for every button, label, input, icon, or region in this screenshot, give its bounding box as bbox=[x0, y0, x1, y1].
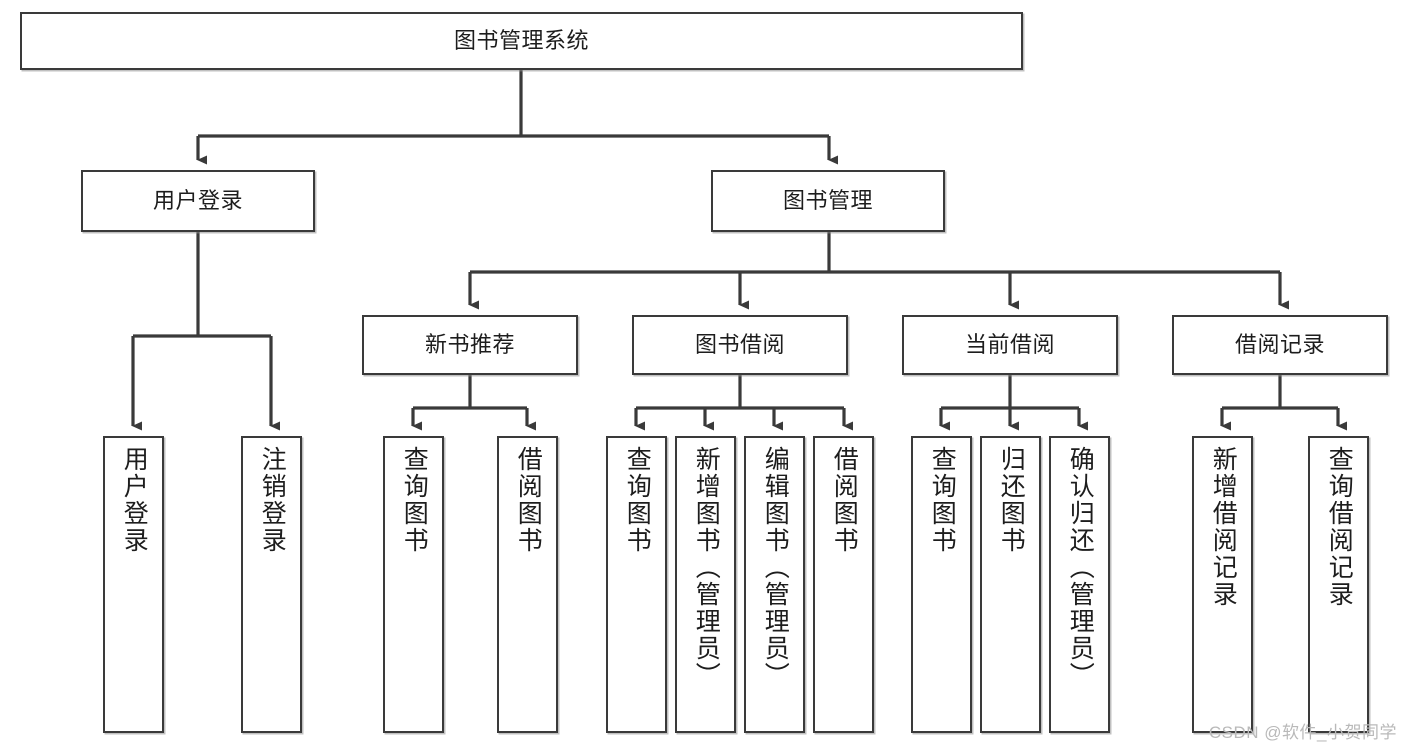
node-label: 确认归还（管理员） bbox=[1066, 446, 1095, 689]
node-label: 注销登录 bbox=[258, 446, 287, 554]
node-label: 图书借阅 bbox=[694, 332, 785, 358]
node-label: 编辑图书（管理员） bbox=[761, 446, 790, 689]
node-label: 归还图书 bbox=[997, 446, 1026, 554]
node-current-borrow[interactable]: 当前借阅 bbox=[902, 315, 1118, 375]
node-label: 查询图书 bbox=[623, 446, 652, 554]
node-new-book-recommend[interactable]: 新书推荐 bbox=[362, 315, 578, 375]
node-label: 查询图书 bbox=[400, 446, 429, 554]
node-label: 新增借阅记录 bbox=[1209, 446, 1238, 608]
leaf-query-book-current[interactable]: 查询图书 bbox=[911, 436, 972, 733]
node-label: 图书管理 bbox=[782, 188, 873, 214]
node-label: 当前借阅 bbox=[964, 332, 1055, 358]
node-label: 图书管理系统 bbox=[453, 28, 589, 54]
node-label: 用户登录 bbox=[152, 188, 243, 214]
leaf-confirm-return-admin[interactable]: 确认归还（管理员） bbox=[1049, 436, 1110, 733]
node-label: 新书推荐 bbox=[424, 332, 515, 358]
leaf-borrow-book[interactable]: 借阅图书 bbox=[813, 436, 874, 733]
node-label: 借阅记录 bbox=[1234, 332, 1325, 358]
leaf-logout[interactable]: 注销登录 bbox=[241, 436, 302, 733]
leaf-edit-book-admin[interactable]: 编辑图书（管理员） bbox=[744, 436, 805, 733]
leaf-query-borrow-record[interactable]: 查询借阅记录 bbox=[1308, 436, 1369, 733]
leaf-query-book-borrow[interactable]: 查询图书 bbox=[606, 436, 667, 733]
node-label: 借阅图书 bbox=[830, 446, 859, 554]
leaf-user-login[interactable]: 用户登录 bbox=[103, 436, 164, 733]
node-borrow-record[interactable]: 借阅记录 bbox=[1172, 315, 1388, 375]
node-root-book-management-system[interactable]: 图书管理系统 bbox=[20, 12, 1023, 70]
leaf-return-book[interactable]: 归还图书 bbox=[980, 436, 1041, 733]
leaf-borrow-book-recommend[interactable]: 借阅图书 bbox=[497, 436, 558, 733]
node-label: 借阅图书 bbox=[514, 446, 543, 554]
node-book-management[interactable]: 图书管理 bbox=[711, 170, 945, 232]
node-book-borrow[interactable]: 图书借阅 bbox=[632, 315, 848, 375]
leaf-query-book-recommend[interactable]: 查询图书 bbox=[383, 436, 444, 733]
node-user-login[interactable]: 用户登录 bbox=[81, 170, 315, 232]
node-label: 新增图书（管理员） bbox=[692, 446, 721, 689]
node-label: 查询借阅记录 bbox=[1325, 446, 1354, 608]
leaf-add-borrow-record[interactable]: 新增借阅记录 bbox=[1192, 436, 1253, 733]
watermark: CSDN @软件_小贺同学 bbox=[1208, 723, 1397, 742]
node-label: 用户登录 bbox=[120, 446, 149, 554]
node-label: 查询图书 bbox=[928, 446, 957, 554]
leaf-add-book-admin[interactable]: 新增图书（管理员） bbox=[675, 436, 736, 733]
